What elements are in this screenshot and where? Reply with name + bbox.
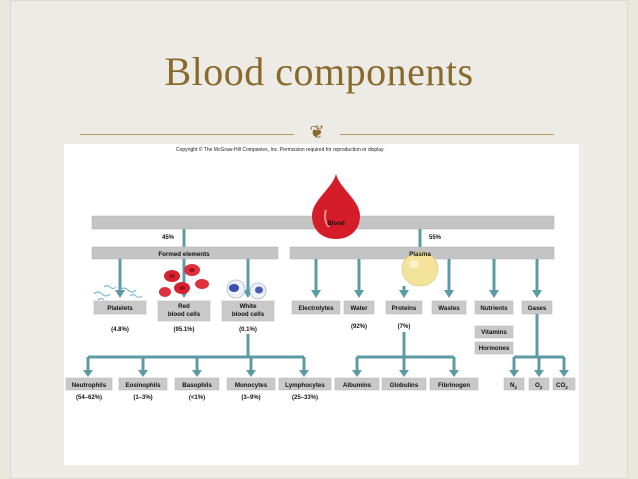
formed-percent: 45%: [162, 235, 175, 241]
arrowhead-wastes: [444, 290, 454, 298]
arrowhead-globulins: [399, 370, 409, 377]
title-rule-right: [340, 134, 554, 135]
arrowhead-n2: [509, 370, 519, 377]
lymphocytes-label: Lymphocytes: [285, 382, 325, 389]
fibrinogen-label: Fibrinogen: [438, 382, 470, 389]
neutrophils-percent: (54–62%): [76, 395, 102, 401]
water-label: Water: [351, 305, 369, 312]
monocytes-label: Monocytes: [235, 382, 268, 389]
wastes-label: Wastes: [438, 305, 460, 312]
hormones-label: Hormones: [479, 345, 510, 352]
arrowhead-lymphocytes: [299, 370, 309, 377]
plasma-percent: 55%: [429, 235, 442, 241]
arrowhead-nutrients: [489, 290, 499, 298]
platelets-label: Platelets: [107, 305, 133, 312]
neutrophils-box: [65, 377, 113, 391]
nutrients-label: Nutrients: [480, 305, 508, 312]
arrowhead-proteins: [399, 290, 409, 298]
water-percent: (92%): [351, 324, 367, 330]
copyright-notice: Copyright © The McGraw-Hill Companies, I…: [176, 146, 385, 153]
wastes-box: [431, 300, 467, 315]
arrowhead-water: [354, 290, 364, 298]
arrowhead-eosinophils: [138, 370, 148, 377]
arrowhead-monocytes: [246, 370, 256, 377]
albumins-label: Albumins: [343, 382, 372, 389]
neutrophils-label: Neutrophils: [72, 382, 107, 389]
gases-label: Gases: [528, 305, 547, 312]
title-rule-left: [80, 134, 294, 135]
plasma-flask-highlight: [409, 260, 419, 268]
white-blood-cells-icon: [226, 279, 267, 300]
hormones-box: [474, 341, 514, 355]
eosinophils-box: [118, 377, 168, 391]
platelets-icon: [93, 284, 143, 301]
platelets-percent: (4.8%): [111, 327, 129, 333]
white-blood-cells-box: [221, 300, 275, 322]
basophils-percent: (<1%): [189, 395, 205, 401]
globulins-label: Globulins: [390, 382, 419, 389]
arrowhead-neutrophils: [83, 370, 93, 377]
red-label-line2: blood cells: [168, 311, 201, 318]
vitamins-box: [474, 325, 514, 339]
nutrients-box: [474, 300, 514, 315]
electrolytes-label: Electrolytes: [298, 305, 334, 312]
eosinophils-percent: (1–3%): [133, 395, 152, 401]
white-percent: (0.1%): [239, 327, 257, 333]
monocytes-box: [226, 377, 276, 391]
white-label-line1: White: [240, 303, 257, 310]
plasma-label: Plasma: [409, 251, 431, 258]
blood-drop-highlight: [324, 209, 330, 228]
red-blood-cells-icon: [159, 264, 209, 297]
o2-box: [528, 377, 550, 391]
proteins-label: Proteins: [392, 305, 417, 312]
electrolytes-box: [291, 300, 341, 315]
albumins-box: [334, 377, 380, 391]
basophils-label: Basophils: [182, 382, 212, 389]
arrowhead-co2: [559, 370, 569, 377]
basophils-box: [174, 377, 220, 391]
red-blood-cells-box: [157, 300, 211, 322]
co2-box: [552, 377, 576, 391]
blood-diagram: Copyright © The McGraw-Hill Companies, I…: [65, 146, 576, 401]
arrowhead-albumins: [352, 370, 362, 377]
proteins-box: [385, 300, 423, 315]
n2-box: [503, 377, 525, 391]
n2-label: N2: [510, 382, 517, 390]
water-box: [343, 300, 375, 315]
red-percent: (95.1%): [173, 327, 194, 333]
slide-title: Blood components: [164, 49, 474, 94]
arrowhead-fibrinogen: [449, 370, 459, 377]
lymphocytes-percent: (25–33%): [292, 395, 318, 401]
co2-label: CO2: [556, 382, 568, 390]
blood-components-figure: Copyright © The McGraw-Hill Companies, I…: [64, 144, 579, 465]
eosinophils-label: Eosinophils: [125, 382, 161, 389]
white-label-line2: blood cells: [232, 311, 265, 318]
arrowhead-o2: [534, 370, 544, 377]
platelets-box: [93, 300, 147, 315]
formed-elements-label: Formed elements: [158, 251, 210, 258]
fleuron-icon: ❦: [309, 122, 325, 143]
globulins-box: [381, 377, 427, 391]
arrowhead-gases: [532, 290, 542, 298]
plasma-flask-icon: [401, 251, 439, 287]
blood-label: Blood: [327, 220, 345, 227]
fibrinogen-box: [429, 377, 479, 391]
arrowhead-electrolytes: [311, 290, 321, 298]
proteins-percent: (7%): [398, 324, 411, 330]
arrowhead-platelets: [115, 290, 125, 298]
vitamins-label: Vitamins: [481, 329, 507, 336]
o2-label: O2: [535, 382, 543, 390]
monocytes-percent: (3–9%): [241, 395, 260, 401]
lymphocytes-box: [278, 377, 332, 391]
blood-drop-icon: [312, 174, 360, 239]
red-label-line1: Red: [178, 303, 190, 310]
arrowhead-basophils: [192, 370, 202, 377]
